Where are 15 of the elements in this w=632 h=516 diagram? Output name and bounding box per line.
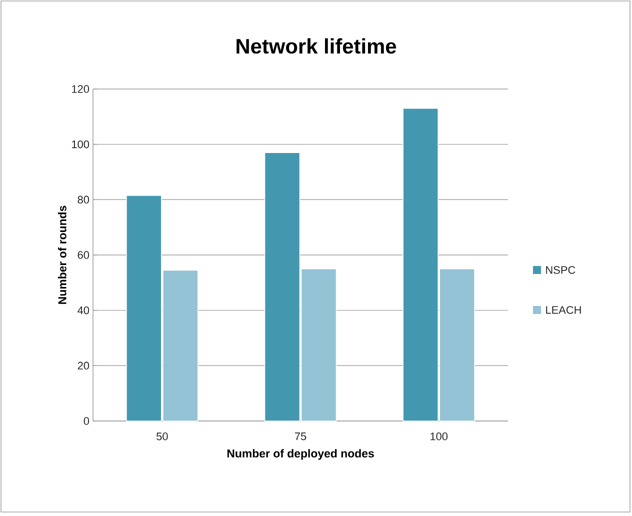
y-tick-label: 120 [72,85,90,93]
chart-title: Network lifetime [236,38,396,54]
x-tick-label: 75 [294,432,306,440]
y-tick-label: 60 [78,251,90,259]
x-tick-label: 100 [430,432,448,440]
y-tick-label: 80 [78,196,90,204]
y-tick-label: 20 [78,362,90,370]
x-axis-title: Number of deployed nodes [227,449,374,460]
y-axis-title: Number of rounds [58,206,66,304]
legend-label: LEACH [546,306,581,314]
y-tick-label: 100 [72,140,90,148]
y-tick-label: 0 [84,417,90,425]
y-tick-label: 40 [78,306,90,314]
x-tick-label: 50 [156,432,168,440]
legend-label: NSPC [546,266,576,274]
